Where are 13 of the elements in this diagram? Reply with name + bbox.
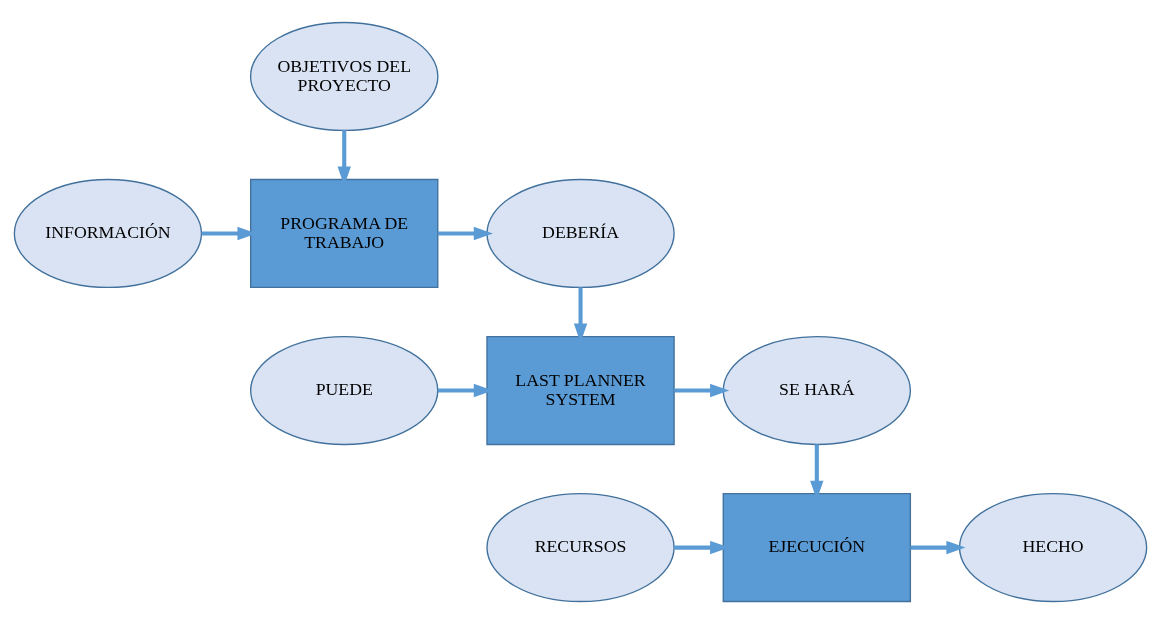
node-ellipse: RECURSOS [486,492,675,603]
node-ellipse: SE HARÁ [722,335,912,446]
node-ellipse: HECHO [958,492,1148,603]
arrow [674,383,730,398]
node-ellipse: INFORMACIÓN [13,178,203,289]
node-ellipse: OBJETIVOS DEL PROYECTO [249,21,439,132]
node-box: LAST PLANNER SYSTEM [486,335,675,446]
arrow [910,540,966,555]
node-ellipse: DEBERÍA [486,178,675,289]
node-ellipse: PUEDE [250,335,439,446]
arrow [437,226,493,241]
node-box: PROGRAMA DE TRABAJO [250,178,439,289]
node-box: EJECUCIÓN [722,492,912,603]
